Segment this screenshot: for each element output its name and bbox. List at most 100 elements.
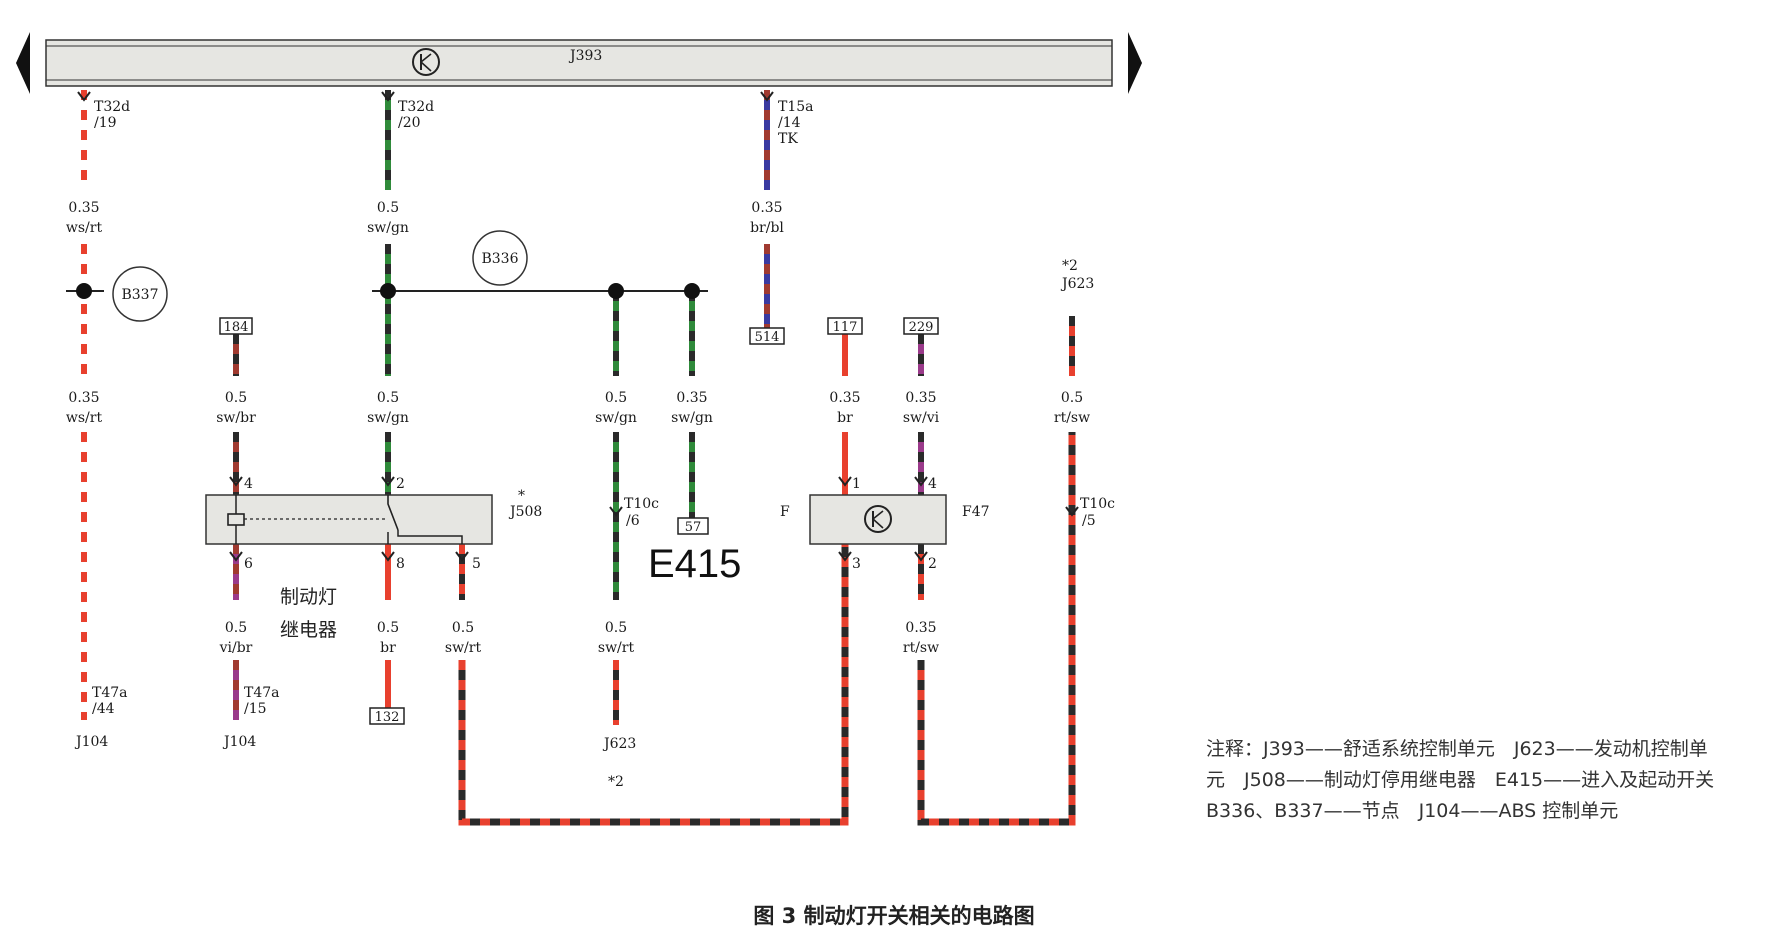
relay-label-line1: 制动灯	[280, 586, 337, 608]
connector-mark-5	[229, 551, 243, 562]
f47-switch: F47 F	[780, 494, 990, 545]
j393-label: J393	[568, 48, 602, 64]
wire-loop-j508-f47	[458, 544, 849, 826]
svg-text:229: 229	[909, 320, 934, 335]
svg-text:514: 514	[755, 330, 780, 345]
pin-f47-1: 1	[852, 476, 861, 492]
wire-w3-color: br/bl	[750, 220, 784, 236]
svg-text:117: 117	[833, 320, 858, 335]
relay-label-line2: 继电器	[280, 619, 337, 641]
connector-t47a44-b: /44	[92, 701, 115, 717]
svg-text:184: 184	[224, 320, 249, 335]
relay-switch-icon	[387, 495, 399, 531]
j508-label: J508	[508, 504, 542, 520]
connector-mark-13	[1065, 506, 1079, 517]
wire-w5-size: 0.5	[225, 390, 247, 406]
ground-box-57: 57	[677, 517, 709, 535]
transistor-icon	[864, 505, 892, 533]
j623-bottom-label: J623	[602, 736, 636, 752]
j393-bus: J393	[16, 32, 1142, 94]
pin-j508-2: 2	[396, 476, 405, 492]
connector-mark-7	[455, 551, 469, 562]
wire-loop-j508-f47-stripe	[458, 544, 849, 826]
connector-mark-9	[914, 476, 928, 487]
ground-box-229: 229	[903, 317, 939, 335]
transistor-icon	[412, 48, 440, 76]
b336-label: B336	[481, 251, 518, 267]
wire-w15-color: sw/rt	[598, 640, 635, 656]
wire-w1-size: 0.35	[68, 200, 99, 216]
wire-w12-size: 0.5	[225, 620, 247, 636]
connector-mark-11	[914, 551, 928, 562]
wire-w16-size: 0.35	[905, 620, 936, 636]
b337-node-circle	[112, 266, 168, 322]
pin-j508-6: 6	[244, 556, 253, 572]
pin-j508-8: 8	[396, 556, 405, 572]
ground-box-117: 117	[827, 317, 863, 335]
connector-t15a-a: T15a	[778, 99, 814, 115]
connector-labels: T32d /19 T32d /20 T15a /14 TK T10c /6 T1…	[92, 99, 1115, 717]
bus-right-arrow-icon	[1128, 32, 1142, 94]
wire-w1-color: ws/rt	[66, 220, 103, 236]
wire-w13-size: 0.5	[377, 620, 399, 636]
wire-w4-color: ws/rt	[66, 410, 103, 426]
wire-w7-color: sw/gn	[595, 410, 637, 426]
f47-label: F47	[962, 504, 990, 520]
svg-text:132: 132	[375, 710, 400, 725]
j104-b-label: J104	[222, 734, 256, 750]
connector-mark-6	[381, 551, 395, 562]
b336-node-bus: B336	[372, 230, 708, 299]
connector-t47a15-b: /15	[244, 701, 267, 717]
connector-t47a44-a: T47a	[92, 685, 128, 701]
connector-t15a-b: /14	[778, 115, 801, 131]
wire-w4-size: 0.35	[68, 390, 99, 406]
connector-t10c5-a: T10c	[1080, 496, 1115, 512]
b337-label: B337	[121, 287, 158, 303]
wire-w10-color: sw/vi	[903, 410, 940, 426]
connector-t15a-c: TK	[778, 131, 798, 147]
legend-notes: 注释：J393——舒适系统控制单元 J623——发动机控制单 元 J508——制…	[1206, 734, 1786, 827]
pin-j508-4: 4	[244, 476, 253, 492]
wire-loop-f47-j623	[917, 432, 1076, 826]
wire-w2-size: 0.5	[377, 200, 399, 216]
connector-t10c6-b: /6	[626, 513, 640, 529]
bus-left-arrow-icon	[16, 32, 30, 94]
note-line-2: 元 J508——制动灯停用继电器 E415——进入及起动开关	[1206, 769, 1715, 791]
ground-box-184: 184	[219, 317, 253, 335]
connector-mark-12	[609, 506, 623, 517]
j508-star: *	[518, 488, 525, 504]
wire-w2-color: sw/gn	[367, 220, 409, 236]
connector-t10c6-a: T10c	[624, 496, 659, 512]
wire-w9-size: 0.35	[829, 390, 860, 406]
wire-w12-color: vi/br	[219, 640, 253, 656]
figure-caption: 图 3 制动灯开关相关的电路图	[753, 904, 1035, 928]
connector-t32d19-a: T32d	[94, 99, 130, 115]
pin-f47-2: 2	[928, 556, 937, 572]
ground-box-514: 514	[749, 327, 785, 345]
connector-t47a15-a: T47a	[244, 685, 280, 701]
j104-a-label: J104	[74, 734, 108, 750]
wire-layer	[77, 90, 1079, 826]
j623-bottom-note: *2	[608, 774, 624, 790]
pin-labels: 4 2 6 8 5 1 4 3 2	[244, 476, 937, 572]
b337-node: B337	[66, 266, 168, 322]
pin-f47-3: 3	[852, 556, 861, 572]
wire-w9-color: br	[837, 410, 853, 426]
wire-w16-color: rt/sw	[903, 640, 939, 656]
wire-w10-size: 0.35	[905, 390, 936, 406]
connector-mark-2	[760, 91, 774, 102]
connector-mark-3	[229, 476, 243, 487]
pin-j508-5: 5	[472, 556, 481, 572]
wire-w6-color: sw/gn	[367, 410, 409, 426]
wire-w5-color: sw/br	[216, 410, 256, 426]
wire-w13-color: br	[380, 640, 396, 656]
wire-w3-size: 0.35	[751, 200, 782, 216]
connector-t32d20-a: T32d	[398, 99, 434, 115]
note-line-1: 注释：J393——舒适系统控制单元 J623——发动机控制单	[1206, 738, 1708, 760]
b336-node-circle	[472, 230, 528, 286]
wire-w6-size: 0.5	[377, 390, 399, 406]
wire-w7-size: 0.5	[605, 390, 627, 406]
j623-top-label: J623	[1060, 276, 1094, 292]
note-line-3: B336、B337——节点 J104——ABS 控制单元	[1206, 800, 1619, 822]
